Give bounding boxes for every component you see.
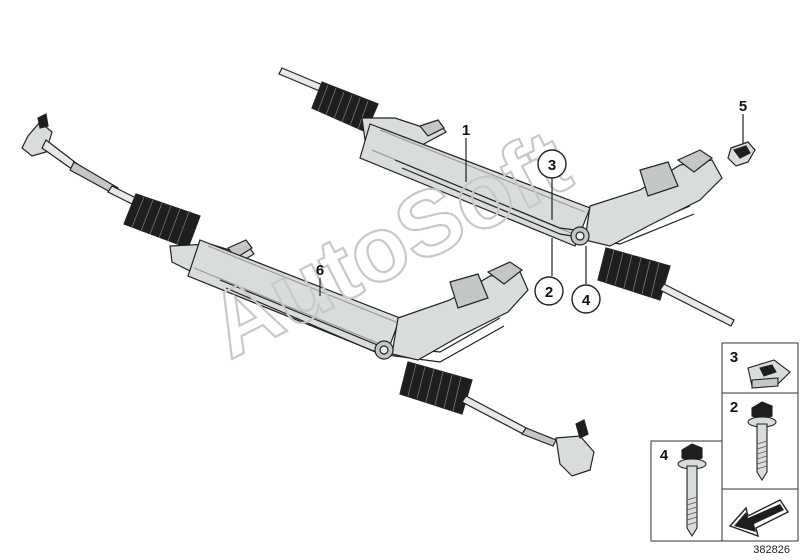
panel-2-label: 2 (730, 399, 738, 416)
callout-2: 2 (545, 284, 553, 301)
callout-3: 3 (548, 157, 556, 174)
callout-2-circle (534, 276, 564, 306)
leader-lines (319, 114, 744, 296)
callout-6: 6 (316, 262, 324, 279)
arrow-icon (728, 499, 790, 538)
callout-4-circle (571, 284, 601, 314)
callout-1: 1 (462, 122, 470, 139)
callout-5: 5 (739, 98, 747, 115)
flange-bolt-long (677, 443, 707, 538)
panel-4-label: 4 (660, 447, 669, 464)
reference-number: 382826 (753, 544, 790, 556)
callout-3-circle (537, 149, 567, 179)
steering-rack-upper (278, 67, 735, 327)
callout-4: 4 (582, 292, 591, 309)
panel-arrow (721, 488, 799, 542)
clip-nut-part (747, 359, 791, 389)
panel-3-label: 3 (730, 349, 738, 366)
sensor-part (727, 141, 756, 167)
flange-bolt-short (747, 401, 777, 482)
steering-rack-lower (21, 113, 595, 477)
